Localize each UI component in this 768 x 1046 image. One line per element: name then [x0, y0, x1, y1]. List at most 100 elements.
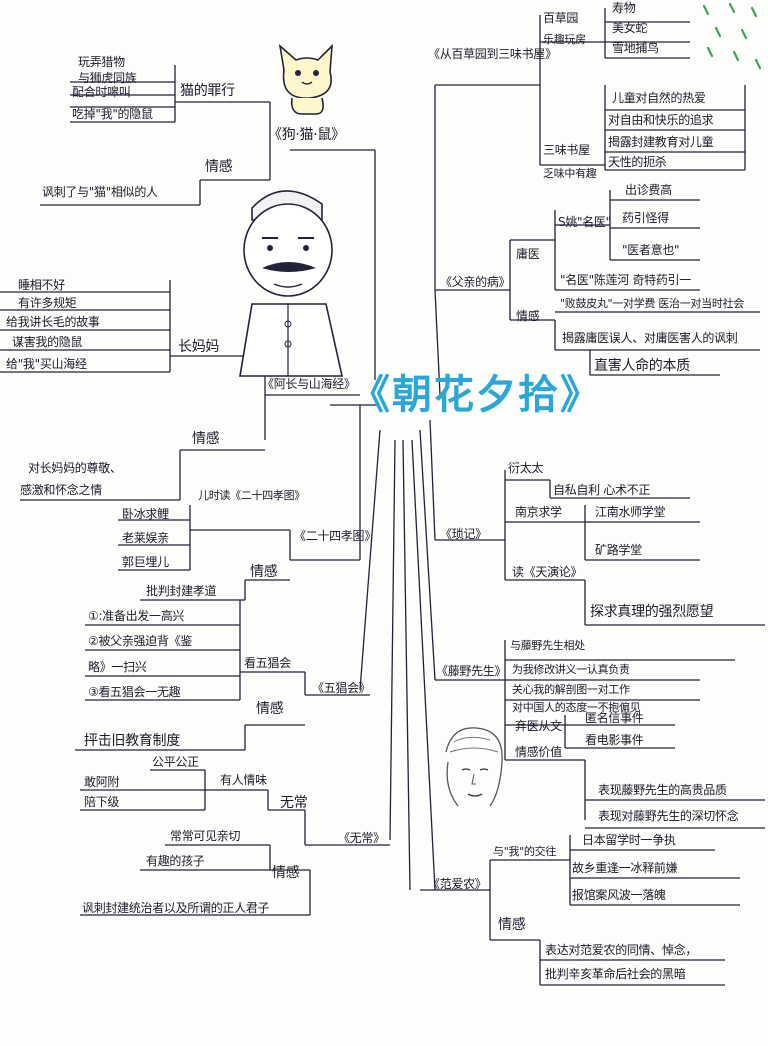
gms-emotion: 讽刺了与"猫"相似的人 [42, 185, 158, 199]
fan-emotion-1: 表达对范爱农的同情、悼念， [545, 943, 698, 957]
achang-trait-5: 给"我"买山海经 [6, 357, 87, 371]
fqb-chen-sub: "败鼓皮丸"一对学费 医治一对当时社会 [560, 297, 744, 310]
ershisi-emotion-label: 情感 [250, 564, 278, 580]
ty-quality-4: 对中国人的态度一不抱偏见 [512, 701, 641, 714]
center-title: 《朝花夕拾》 [350, 371, 602, 418]
ershisi-subtitle: 儿时读《二十四孝图》 [198, 489, 305, 502]
wc-fair-1: 敢阿附 [84, 775, 120, 789]
wc-label: 无常 [280, 795, 308, 811]
ty-quality-2: 为我修改讲义一认真负责 [512, 663, 630, 676]
fqb-title: 《父亲的病》 [440, 275, 511, 289]
achang-emotion-label: 情感 [192, 431, 220, 447]
cat-crime-2: 与狮虎同族 [78, 71, 137, 85]
lu-xun-doodle [239, 190, 343, 377]
achang-emotion-2: 感激和怀念之情 [20, 483, 102, 497]
fqb-ye-2: 药引怪得 [622, 211, 669, 225]
fqb-shock: 直害人命的本质 [594, 358, 690, 374]
achang-trait-2: 有许多规矩 [18, 296, 77, 310]
fan-emotion-label: 情感 [498, 917, 526, 933]
bcy-school-label: 三味书屋 [543, 143, 590, 157]
sprout-marks [702, 2, 762, 70]
fan-event-3: 报馆案风波一落魄 [572, 888, 666, 902]
bcy-theme-4: 天性的扼杀 [608, 155, 667, 169]
sj-school-2: 矿路学堂 [595, 543, 642, 557]
fqb-chen: "名医"陈莲河 奇特药引一 [560, 273, 691, 287]
gms-emotion-label: 情感 [205, 159, 233, 175]
wch-emotion-label: 情感 [256, 701, 284, 717]
bcy-theme-3: 揭露封建教育对儿童 [608, 135, 714, 149]
cat-crime-4: 吃掉"我"的隐鼠 [72, 107, 153, 121]
bcy-garden-3: 雪地捕鸟 [612, 41, 659, 55]
wc-personality: 有人情味 [220, 773, 267, 787]
achang-title: 《阿长与山海经》 [262, 377, 356, 391]
fan-emotion-2: 批判辛亥革命后社会的黑暗 [545, 967, 686, 981]
wc-fair-2: 陪下级 [84, 795, 120, 809]
wch-emotion: 抨击旧教育制度 [84, 733, 180, 749]
fqb-doctor-label: 庸医 [516, 247, 540, 261]
wch-step-3: 略》一扫兴 [88, 660, 147, 674]
wch-step-1: ①:准备出发一高兴 [88, 609, 185, 623]
ershisi-emotion: 批判封建孝道 [146, 584, 217, 598]
sj-yan-item: 自私自利 心术不正 [553, 483, 651, 497]
bcy-garden-1: 寿物 [612, 1, 636, 15]
wc-emotion-label: 情感 [272, 865, 300, 881]
wch-step-2: ②被父亲强迫背《鉴 [88, 634, 193, 648]
wc-friendly: 常常可见亲切 [170, 829, 241, 843]
story-1: 卧冰求鲤 [122, 507, 169, 521]
wc-fair-label: 公平公正 [152, 755, 199, 769]
story-3: 郭巨埋儿 [122, 555, 169, 569]
sj-book-label: 读《天演论》 [512, 565, 583, 579]
ty-event-2: 看电影事件 [585, 733, 644, 747]
bcy-garden-sub: 乐趣玩房 [543, 33, 586, 46]
ty-quality-1: 与藤野先生相处 [510, 639, 585, 652]
sj-title: 《琐记》 [440, 527, 487, 541]
fqb-ye-3: "医者意也" [622, 243, 680, 257]
ty-title: 《藤野先生》 [436, 664, 507, 678]
wc-emotion: 讽刺封建统治者以及所谓的正人君子 [82, 901, 270, 915]
ty-emotion-1: 表现藤野先生的高贵品质 [598, 783, 727, 797]
fujino-sketch [445, 727, 503, 807]
ty-event-1: 匿名信事件 [585, 711, 644, 725]
wch-title: 《五猖会》 [312, 681, 371, 695]
achang-person-label: 长妈妈 [178, 339, 220, 355]
cat-doodle [278, 43, 333, 115]
achang-trait-3: 给我讲长毛的故事 [6, 315, 100, 329]
ty-quality-3: 关心我的解剖图一对工作 [512, 683, 630, 696]
bcy-theme-1: 儿童对自然的热爱 [612, 91, 706, 105]
bcy-school-sub: 乏味中有趣 [543, 167, 597, 180]
bcy-garden-2: 美女蛇 [612, 21, 648, 35]
fqb-ye-label: S姚"名医" [558, 215, 611, 229]
gou-mao-shu-title: 《狗·猫·鼠》 [268, 127, 345, 143]
wch-watch-label: 看五猖会 [244, 656, 291, 670]
wch-step-4: ③看五猖会一无趣 [88, 685, 181, 699]
fqb-emotion: 揭露庸医误人、对庸医害人的讽刺 [562, 331, 738, 345]
fan-event-1: 日本留学时一争执 [582, 833, 676, 847]
wc-kids: 有趣的孩子 [146, 854, 205, 868]
bcy-theme-2: 对自由和快乐的追求 [608, 113, 714, 127]
cat-crimes-label: 猫的罪行 [180, 83, 235, 99]
sj-school-1: 江南水师学堂 [595, 505, 666, 519]
story-2: 老莱娱亲 [122, 531, 169, 545]
achang-trait-4: 谋害我的隐鼠 [12, 335, 83, 349]
bcy-garden-label: 百草园 [543, 11, 579, 25]
bcy-title-1: 《从百草园到三味书屋》 [428, 47, 557, 61]
fqb-ye-1: 出诊费高 [625, 183, 672, 197]
fan-title: 《范爱农》 [428, 877, 487, 891]
ty-emotion-2: 表现对藤野先生的深切怀念 [598, 809, 739, 823]
achang-trait-1: 睡相不好 [18, 278, 65, 292]
sj-book-item: 探求真理的强烈愿望 [590, 604, 714, 620]
achang-emotion-1: 对长妈妈的尊敬、 [28, 461, 122, 475]
ershisi-title: 《二十四孝图》 [294, 529, 376, 543]
ty-events-label: 弃医从文 [515, 719, 562, 733]
wc-title: 《无常》 [338, 831, 385, 845]
fan-meet-label: 与"我"的交往 [493, 845, 557, 858]
cat-crime-1: 玩弄猎物 [78, 55, 125, 69]
fan-event-2: 故乡重逢一冰释前嫌 [572, 861, 678, 875]
sj-school-label: 南京求学 [515, 505, 562, 519]
ty-emotion-label: 情感价值 [515, 745, 562, 759]
sj-yan-label: 衍太太 [508, 461, 544, 475]
fqb-emotion-label: 情感 [516, 309, 540, 323]
cat-crime-3: 配合时嗥叫 [72, 85, 131, 99]
